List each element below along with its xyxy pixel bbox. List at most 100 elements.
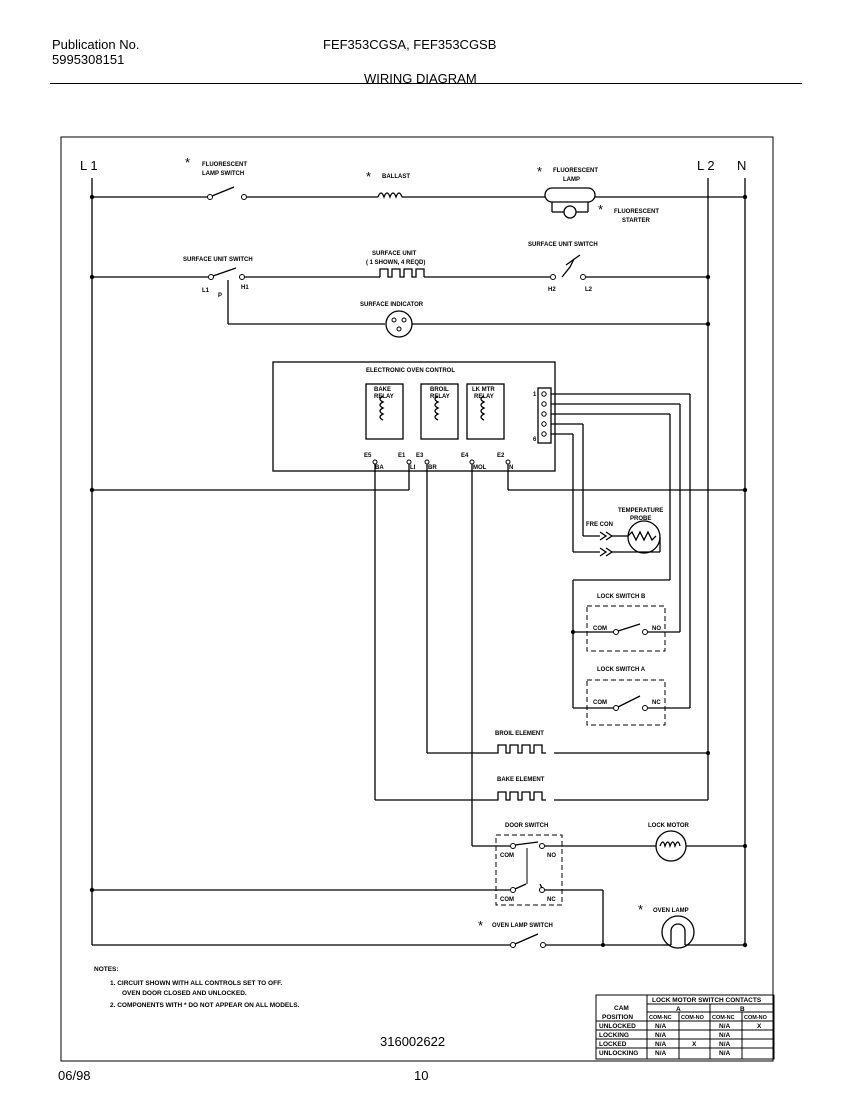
terminal-n: N	[737, 158, 746, 173]
table-sub: COM-NC	[649, 1015, 672, 1021]
pin-mol: MOL	[473, 465, 487, 471]
no-label: NO	[547, 853, 556, 859]
pin-br: BR	[428, 465, 437, 471]
diagram-frame	[60, 136, 774, 1062]
pin-6: 6	[533, 437, 537, 443]
table-sub: COM-NC	[712, 1015, 735, 1021]
fluorescent-circuit	[92, 186, 745, 219]
table-cell: N/A	[719, 1050, 731, 1057]
pin-1: 1	[533, 392, 537, 398]
com-label: COM	[593, 626, 607, 632]
pin-n: N	[509, 465, 513, 471]
bake-element-label: BAKE ELEMENT	[497, 777, 545, 783]
table-col-b: B	[740, 1006, 745, 1013]
fluorescent-lamp-label: LAMP	[563, 177, 580, 183]
star-marker: *	[185, 155, 190, 170]
broil-element-label: BROIL ELEMENT	[495, 731, 544, 737]
nc-label: NC	[652, 700, 661, 706]
surface-unit-label: SURFACE UNIT	[372, 251, 417, 257]
broil-relay-label: RELAY	[430, 394, 450, 400]
bake-element	[490, 791, 546, 801]
table-col-a: A	[676, 1006, 681, 1013]
table-cell: N/A	[655, 1050, 667, 1057]
temperature-probe-label: PROBE	[630, 516, 651, 522]
door-switch-box	[495, 834, 563, 906]
table-cell: N/A	[719, 1041, 731, 1048]
surface-unit-label: ( 1 SHOWN, 4 REQD)	[366, 260, 425, 266]
electronic-oven-control-box	[272, 361, 556, 472]
pin-l1: L1	[202, 288, 210, 294]
fluorescent-lamp-switch-label: FLUORESCENT	[202, 162, 247, 168]
relay-lock-motor	[466, 383, 505, 440]
oven-lamp-switch-label: OVEN LAMP SWITCH	[492, 923, 553, 929]
bake-relay-label: RELAY	[374, 394, 394, 400]
table-cell: N/A	[719, 1032, 731, 1039]
broil-relay-label: BROIL	[430, 387, 449, 393]
table-cell: N/A	[655, 1032, 667, 1039]
table-sub: COM-NO	[744, 1015, 768, 1021]
terminal-l2: L 2	[697, 158, 715, 173]
part-number: 316002622	[380, 1034, 445, 1049]
table-sub: COM-NO	[681, 1015, 705, 1021]
temperature-probe	[551, 423, 661, 557]
lock-switch-b-label: LOCK SWITCH B	[597, 594, 646, 600]
star-marker: *	[366, 169, 371, 184]
com-label: COM	[593, 700, 607, 706]
table-row-label: LOCKED	[599, 1041, 627, 1048]
surface-unit-circuit	[92, 254, 708, 338]
fluorescent-starter-label: FLUORESCENT	[614, 209, 659, 215]
notes-heading: NOTES:	[94, 966, 119, 973]
page-title: WIRING DIAGRAM	[364, 71, 477, 86]
temperature-probe-label: TEMPERATURE	[618, 508, 663, 514]
door-switch-label: DOOR SWITCH	[505, 823, 548, 829]
table-cell: X	[692, 1041, 697, 1048]
table-cell: N/A	[719, 1023, 731, 1030]
star-marker: *	[598, 202, 603, 217]
oven-lamp	[661, 915, 695, 949]
oven-lamp-label: OVEN LAMP	[653, 908, 689, 914]
fre-con-label: FRE CON	[586, 522, 613, 528]
surface-unit-switch-label: SURFACE UNIT SWITCH	[183, 257, 253, 263]
fluorescent-lamp-label: FLUORESCENT	[553, 168, 598, 174]
pin-h2: H2	[548, 287, 556, 293]
fluorescent-lamp-switch-label: LAMP SWITCH	[202, 171, 244, 177]
terminal-l1: L 1	[80, 158, 98, 173]
ballast-label: BALLAST	[382, 174, 410, 180]
probe-connector	[537, 387, 552, 444]
table-row-label: UNLOCKED	[599, 1023, 636, 1030]
model-numbers: FEF353CGSA, FEF353CGSB	[323, 37, 497, 52]
pin-h1: H1	[241, 285, 249, 291]
surface-unit-switch-right-label: SURFACE UNIT SWITCH	[528, 242, 598, 248]
header-rule	[50, 83, 802, 84]
pin-ba: BA	[375, 465, 384, 471]
page-number: 10	[414, 1068, 429, 1083]
table-cell: N/A	[655, 1023, 667, 1030]
electronic-oven-control-label: ELECTRONIC OVEN CONTROL	[366, 368, 455, 374]
note-1b: OVEN DOOR CLOSED AND UNLOCKED.	[122, 990, 247, 997]
pin-e2: E2	[497, 453, 505, 459]
note-2: 2. COMPONENTS WITH * DO NOT APPEAR ON AL…	[110, 1002, 300, 1009]
surface-indicator-label: SURFACE INDICATOR	[360, 302, 424, 308]
lk-mtr-relay-label: RELAY	[474, 394, 494, 400]
broil-element	[490, 744, 546, 754]
table-cell: X	[757, 1023, 762, 1030]
lock-switch-a-label: LOCK SWITCH A	[597, 667, 646, 673]
publication-number: 5995308151	[52, 52, 125, 67]
pin-p: P	[218, 293, 222, 299]
table-row-label: LOCKING	[599, 1032, 629, 1039]
com-label: COM	[500, 897, 514, 903]
com-label: COM	[500, 853, 514, 859]
table-cam-position: CAM	[614, 1005, 629, 1012]
table-cell: N/A	[655, 1041, 667, 1048]
no-label: NO	[652, 626, 661, 632]
lock-switch-a-box	[586, 679, 666, 726]
relay-bake	[365, 383, 404, 440]
lk-mtr-relay-label: LK MTR	[472, 387, 495, 393]
pin-li: LI	[410, 465, 416, 471]
star-marker: *	[478, 918, 483, 933]
fluorescent-starter-label: STARTER	[622, 218, 651, 224]
lock-switch-b-box	[586, 605, 666, 652]
pin-e3: E3	[416, 453, 424, 459]
star-marker: *	[537, 164, 542, 179]
